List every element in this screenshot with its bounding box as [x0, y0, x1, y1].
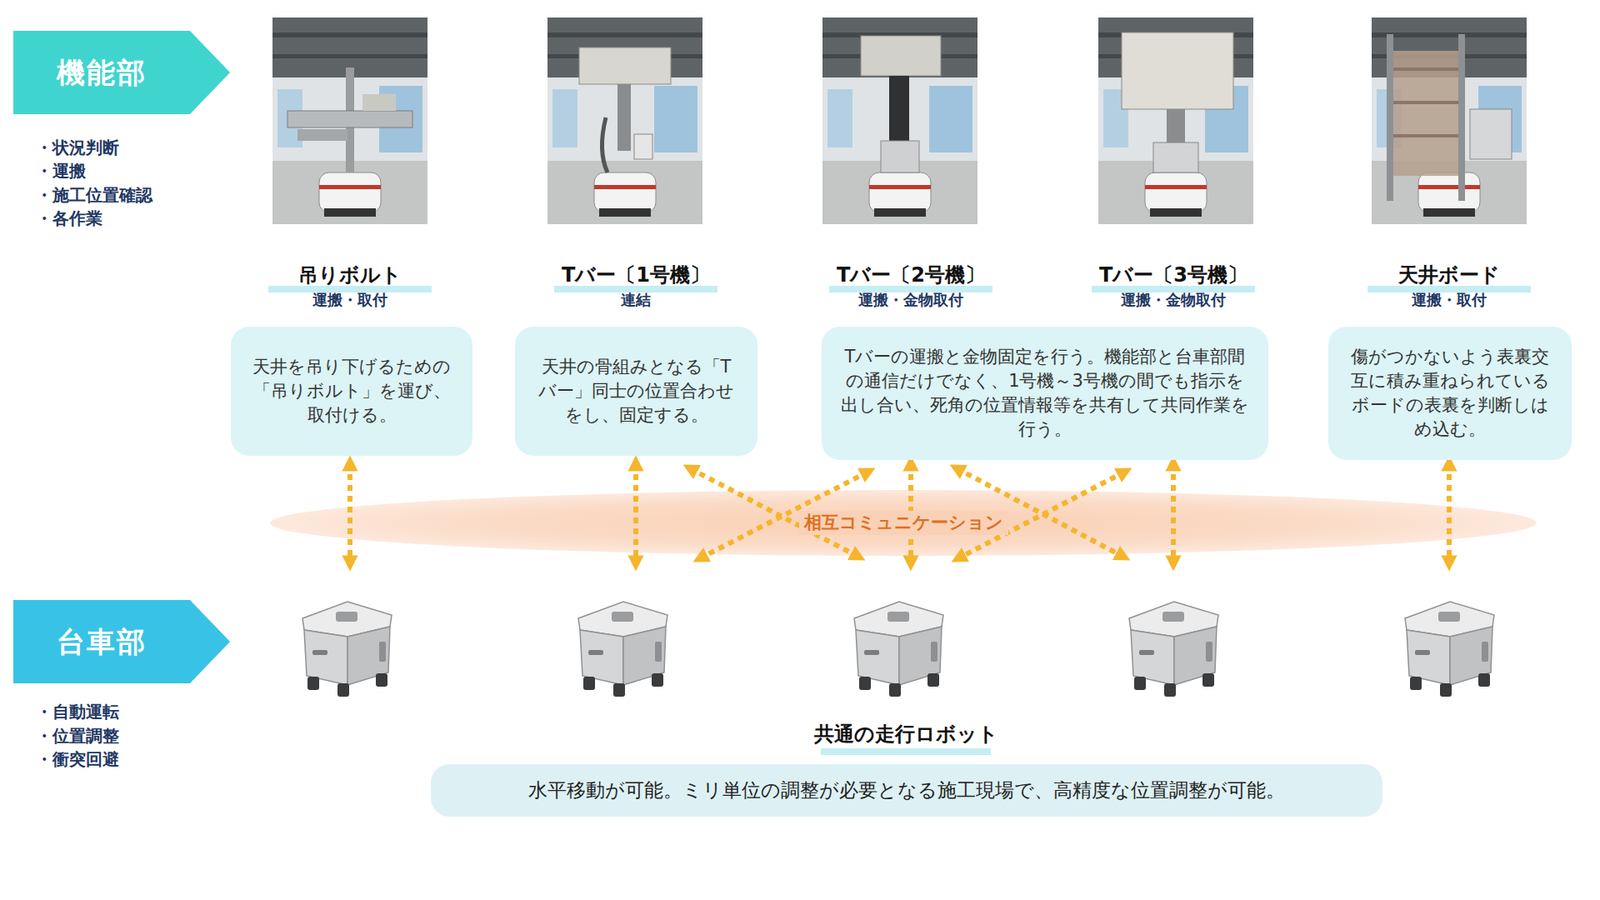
robot-title: 共通の走行ロボット — [739, 721, 1073, 747]
robot-photo — [1371, 17, 1527, 225]
banner-label: 機能部 — [56, 53, 147, 93]
task-subtitle: 連結 — [527, 290, 745, 310]
illustration-part — [297, 129, 348, 141]
cart-robot — [1405, 601, 1495, 697]
illustration-part — [1371, 17, 1527, 225]
title-underline — [820, 748, 991, 755]
illustration-part — [601, 117, 608, 173]
task-subtitle: 運搬・取付 — [241, 290, 459, 310]
description-text: 天井の骨組みとなる「Tバー」同士の位置合わせをし、固定する。 — [533, 355, 740, 428]
communication-band: 相互コミュニケーション — [270, 490, 1537, 556]
illustration-part — [287, 110, 413, 128]
section-banner: 台車部 — [13, 600, 230, 684]
cart-robot — [578, 601, 668, 697]
robot-title: Tバー〔3号機〕 — [1065, 262, 1282, 288]
description-box: 傷がつかないよう表裏交互に積み重ねられているボードの表裏を判断しはめ込む。 — [1328, 326, 1572, 460]
banner-label: 台車部 — [56, 622, 147, 662]
robot-photo — [1098, 17, 1254, 225]
illustration-part — [1121, 32, 1234, 110]
illustration-part — [1153, 142, 1199, 173]
illustration-part — [1386, 34, 1394, 201]
illustration-part — [1393, 134, 1459, 138]
illustration-part — [1458, 34, 1465, 201]
illustration-part — [1470, 109, 1512, 160]
robot-photo — [822, 17, 978, 225]
illustration-part — [880, 140, 920, 173]
task-subtitle: 運搬・取付 — [1340, 290, 1558, 310]
robot-photo — [272, 17, 428, 225]
chevron-fill — [13, 600, 230, 684]
description-box: Tバーの運搬と金物固定を行う。機能部と台車部間の通信だけでなく、1号機～3号機の… — [821, 326, 1269, 460]
illustration-part — [822, 17, 978, 225]
description-text: 天井を吊り下げるための「吊りボルト」を運び、取付ける。 — [249, 355, 455, 428]
description-text: Tバーの運搬と金物固定を行う。機能部と台車部間の通信だけでなく、1号機～3号機の… — [838, 345, 1252, 442]
section-banner: 機能部 — [13, 30, 230, 115]
illustration-part — [272, 17, 428, 225]
description-box: 天井を吊り下げるための「吊りボルト」を運び、取付ける。 — [230, 326, 473, 456]
illustration-part — [860, 35, 941, 76]
function-bullet: ・状況判断 — [35, 137, 228, 159]
robot-description-box: 水平移動が可能。ミリ単位の調整が必要となる施工現場で、高精度な位置調整が可能。 — [430, 764, 1383, 817]
cart-robot — [302, 601, 392, 697]
robot-photo — [547, 17, 703, 225]
function-bullet: ・運搬 — [35, 160, 228, 182]
function-bullet: ・施工位置確認 — [35, 185, 228, 206]
cart-robot — [1129, 601, 1219, 697]
illustration-part — [617, 84, 631, 151]
ellipse-fill — [270, 490, 1537, 556]
description-text: 水平移動が可能。ミリ単位の調整が必要となる施工現場で、高精度な位置調整が可能。 — [528, 777, 1285, 805]
illustration-part — [1393, 67, 1459, 71]
robot-title: 天井ボード — [1340, 262, 1558, 288]
function-bullet: ・各作業 — [35, 208, 228, 230]
function-bullet: ・衝突回避 — [35, 749, 228, 770]
illustration-part — [547, 17, 703, 225]
robot-title: Tバー〔2号機〕 — [802, 262, 1020, 288]
band-label: 相互コミュニケーション — [799, 510, 1009, 535]
chevron-fill — [13, 30, 230, 115]
illustration-part — [1393, 100, 1459, 105]
function-bullet: ・位置調整 — [35, 725, 228, 747]
illustration-part — [1393, 50, 1459, 176]
illustration-part — [634, 134, 653, 160]
illustration-part — [579, 47, 671, 85]
task-subtitle: 運搬・金物取付 — [1065, 290, 1282, 310]
cart-robot — [854, 601, 944, 697]
description-text: 傷がつかないよう表裏交互に積み重ねられているボードの表裏を判断しはめ込む。 — [1345, 345, 1555, 442]
illustration-part — [1166, 109, 1185, 143]
task-subtitle: 運搬・金物取付 — [802, 290, 1020, 310]
description-box: 天井の骨組みとなる「Tバー」同士の位置合わせをし、固定する。 — [515, 326, 758, 456]
function-bullet: ・自動運転 — [35, 701, 228, 723]
robot-title: Tバー〔1号機〕 — [527, 262, 745, 288]
illustration-part — [362, 94, 396, 111]
robot-title: 吊りボルト — [241, 262, 459, 288]
illustration-part — [889, 75, 910, 141]
illustration-part — [1098, 17, 1254, 225]
